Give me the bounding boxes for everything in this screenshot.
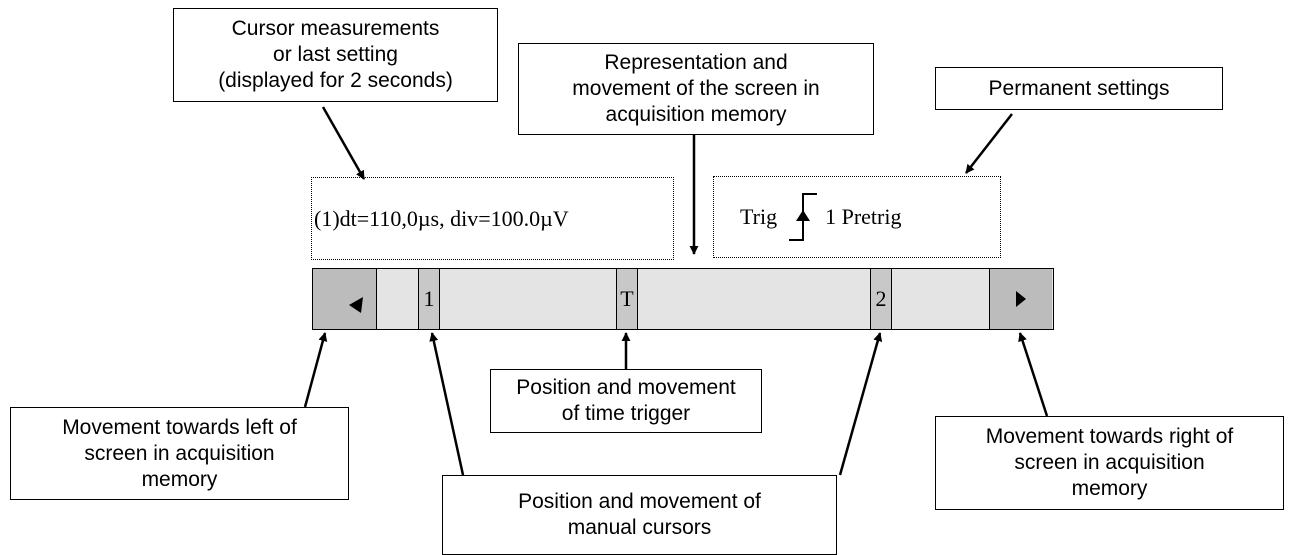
arrow-permanent-settings: [965, 113, 1013, 174]
time-trigger-text: Position and movement of time trigger: [516, 376, 736, 425]
time-trigger-callout: Position and movement of time trigger: [490, 369, 762, 433]
pretrig-label: 1 Pretrig: [825, 204, 902, 229]
manual-cursor-2[interactable]: 2: [870, 269, 892, 329]
arrow-cursor-1: [429, 332, 465, 476]
arrow-movement-left: [303, 332, 328, 408]
permanent-settings-display: Trig 1 Pretrig: [713, 176, 1001, 258]
arrow-cursor-measurements: [321, 106, 366, 180]
left-arrow-icon: [349, 297, 363, 313]
permanent-settings-text: Permanent settings: [988, 76, 1170, 100]
measurement-display: (1)dt=110,0µs, div=100.0µV: [311, 177, 674, 260]
acquisition-memory-bar[interactable]: 1 T 2: [312, 268, 1054, 330]
rising-edge-icon: [789, 193, 818, 241]
arrow-cursor-2: [838, 332, 883, 476]
scroll-right-button[interactable]: [989, 269, 1052, 329]
manual-cursor-1[interactable]: 1: [418, 269, 440, 329]
trig-label: Trig: [740, 204, 778, 229]
movement-right-text: Movement towards right of screen in acqu…: [985, 425, 1234, 500]
movement-left-text: Movement towards left of screen in acqui…: [62, 415, 297, 491]
cursor-2-label: 2: [875, 286, 887, 311]
manual-cursors-text: Position and movement of manual cursors: [518, 490, 761, 539]
representation-callout: Representation and movement of the scree…: [518, 43, 874, 135]
measurement-text: (1)dt=110,0µs, div=100.0µV: [314, 205, 569, 231]
cursor-measurements-callout: Cursor measurements or last setting (dis…: [173, 8, 498, 102]
permanent-settings-callout: Permanent settings: [935, 67, 1223, 110]
trigger-label: T: [620, 286, 634, 311]
scroll-left-button[interactable]: [313, 269, 377, 329]
cursor-measurements-text: Cursor measurements or last setting (dis…: [218, 17, 453, 92]
time-trigger-marker[interactable]: T: [616, 269, 638, 329]
movement-right-callout: Movement towards right of screen in acqu…: [935, 416, 1284, 510]
cursor-1-label: 1: [423, 286, 435, 311]
representation-text: Representation and movement of the scree…: [572, 51, 820, 126]
manual-cursors-callout: Position and movement of manual cursors: [442, 475, 837, 555]
movement-left-callout: Movement towards left of screen in acqui…: [10, 407, 349, 500]
arrow-movement-right: [1018, 332, 1049, 417]
right-arrow-icon: [1016, 291, 1026, 307]
